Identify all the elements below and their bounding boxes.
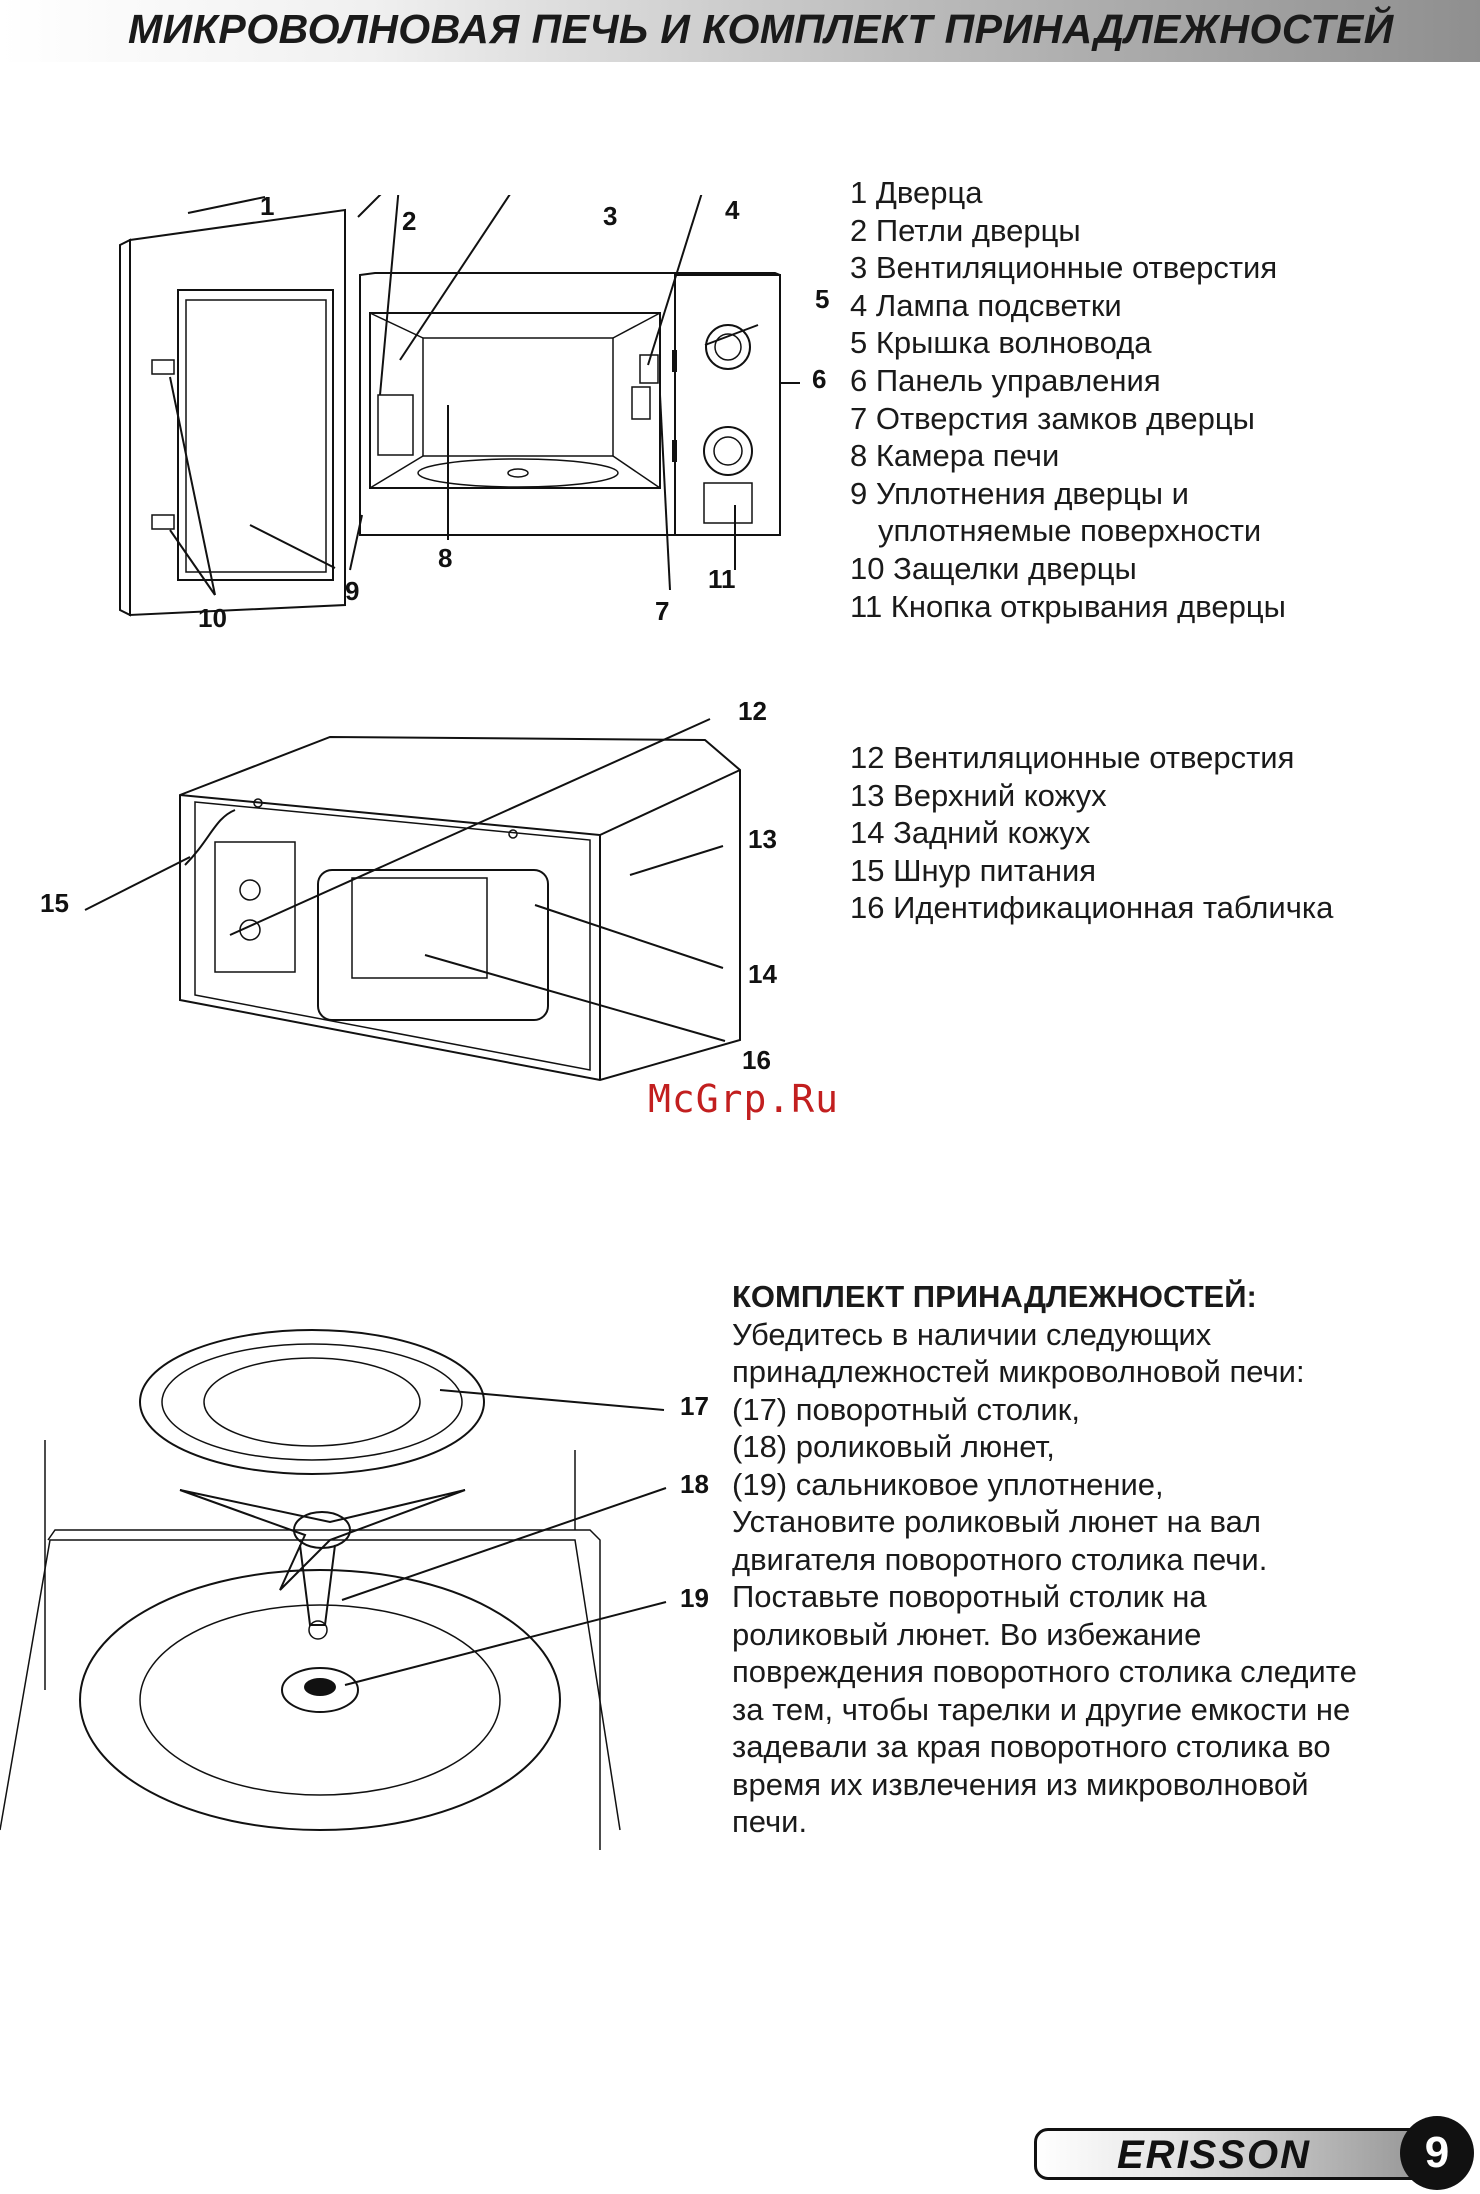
callout-6: 6 bbox=[812, 364, 826, 394]
lamp-grille bbox=[639, 354, 659, 384]
legend-item: 11 Кнопка открывания дверцы bbox=[850, 588, 1286, 624]
legend-item: уплотняемые поверхности bbox=[878, 513, 1262, 549]
legend-item: 16 Идентификационная табличка bbox=[850, 890, 1334, 926]
accessories-line: печи. bbox=[732, 1804, 808, 1839]
watermark: McGrp.Ru bbox=[648, 1077, 840, 1121]
accessories-text: КОМПЛЕКТ ПРИНАДЛЕЖНОСТЕЙ: Убедитесь в на… bbox=[732, 1278, 1357, 1841]
turntable-plate bbox=[139, 1329, 485, 1475]
waveguide-cover bbox=[631, 386, 651, 420]
legend-item: 10 Защелки дверцы bbox=[850, 550, 1137, 586]
accessories-line: принадлежностей микроволновой печи: bbox=[732, 1354, 1305, 1389]
callout-18: 18 bbox=[680, 1469, 709, 1499]
id-plate bbox=[351, 877, 488, 979]
timer-knob bbox=[705, 324, 751, 370]
legend-item: 12 Вентиляционные отверстия bbox=[850, 740, 1295, 775]
legend-diagram2: 12 Вентиляционные отверстия 13 Верхний к… bbox=[850, 739, 1333, 927]
door-window-inner bbox=[185, 299, 327, 573]
callout-4: 4 bbox=[725, 195, 740, 225]
roller-ring bbox=[179, 1489, 466, 1591]
callout-1: 1 bbox=[260, 195, 274, 221]
coupler-seal bbox=[281, 1667, 359, 1713]
legend-item: 1 Дверца bbox=[850, 175, 983, 210]
legend-item: 7 Отверстия замков дверцы bbox=[850, 400, 1255, 436]
callout-17: 17 bbox=[680, 1391, 709, 1421]
callout-19: 19 bbox=[680, 1583, 709, 1613]
door-open-button bbox=[703, 482, 753, 524]
open-door-diagram: 1 2 3 4 5 6 7 8 9 10 11 bbox=[119, 195, 829, 633]
accessories-line: Установите роликовый люнет на вал bbox=[732, 1504, 1261, 1539]
callout-3: 3 bbox=[603, 201, 617, 231]
oven-interior-outline bbox=[44, 1440, 601, 1850]
cavity-back-wall bbox=[422, 337, 614, 457]
accessories-line: (18) роликовый люнет, bbox=[732, 1429, 1055, 1464]
cavity-floor bbox=[0, 1539, 621, 1831]
accessories-line: Убедитесь в наличии следующих bbox=[732, 1316, 1212, 1352]
cavity-turntable bbox=[417, 458, 619, 488]
power-knob bbox=[703, 426, 753, 476]
callout-10: 10 bbox=[198, 603, 227, 633]
callout-8: 8 bbox=[438, 543, 452, 573]
legend-item: 4 Лампа подсветки bbox=[850, 287, 1122, 323]
callout-2: 2 bbox=[402, 206, 416, 236]
callout-16: 16 bbox=[742, 1045, 771, 1075]
vent-grille bbox=[214, 841, 296, 973]
door-window bbox=[177, 289, 334, 581]
door-shape bbox=[129, 208, 346, 617]
legend-item: 5 Крышка волновода bbox=[850, 325, 1152, 361]
callout-12: 12 bbox=[738, 700, 767, 726]
accessories-line: время их извлечения из микроволновой bbox=[732, 1766, 1309, 1802]
legend-item: 6 Панель управления bbox=[850, 362, 1161, 398]
track-inner bbox=[139, 1604, 501, 1796]
accessories-line: за тем, чтобы тарелки и другие емкости н… bbox=[732, 1691, 1351, 1727]
page-header: МИКРОВОЛНОВАЯ ПЕЧЬ И КОМПЛЕКТ ПРИНАДЛЕЖН… bbox=[0, 0, 1480, 62]
accessories-diagram: 17 18 19 bbox=[0, 1329, 709, 1850]
rear-cover bbox=[317, 869, 549, 1021]
legend-item: 2 Петли дверцы bbox=[850, 212, 1081, 248]
callout-11: 11 bbox=[708, 564, 736, 594]
brand-footer: ERISSON bbox=[1034, 2128, 1414, 2180]
callout-7: 7 bbox=[655, 596, 669, 626]
oven-case bbox=[179, 735, 741, 1082]
legend-item: 14 Задний кожух bbox=[850, 815, 1091, 851]
door-latch-bottom bbox=[151, 514, 175, 530]
power-cord bbox=[184, 809, 236, 866]
control-panel bbox=[674, 274, 781, 536]
accessories-line: (19) сальниковое уплотнение, bbox=[732, 1466, 1164, 1502]
legend-item: 8 Камера печи bbox=[850, 438, 1060, 474]
legend-diagram1: 1 Дверца 2 Петли дверцы 3 Вентиляционные… bbox=[850, 174, 1286, 625]
callout-15: 15 bbox=[40, 888, 69, 918]
accessories-heading: КОМПЛЕКТ ПРИНАДЛЕЖНОСТЕЙ: bbox=[732, 1279, 1257, 1314]
coupler-seal-hole bbox=[304, 1678, 336, 1696]
page-title: МИКРОВОЛНОВАЯ ПЕЧЬ И КОМПЛЕКТ ПРИНАДЛЕЖН… bbox=[128, 6, 1394, 52]
accessories-line: повреждения поворотного столика следите bbox=[732, 1654, 1357, 1689]
accessories-line: Поставьте поворотный столик на bbox=[732, 1579, 1207, 1614]
roller-track bbox=[79, 1569, 561, 1831]
brand-logo: ERISSON bbox=[1117, 2133, 1312, 2177]
legend-item: 15 Шнур питания bbox=[850, 852, 1097, 888]
legend-item: 3 Вентиляционные отверстия bbox=[850, 250, 1278, 286]
door-latch-top bbox=[151, 359, 175, 375]
page-number: 9 bbox=[1400, 2116, 1474, 2190]
accessories-line: задевали за края поворотного столика во bbox=[732, 1729, 1331, 1764]
accessories-line: (17) поворотный столик, bbox=[732, 1391, 1080, 1427]
accessories-line: роликовый люнет. Во избежание bbox=[732, 1616, 1202, 1652]
callout-14: 14 bbox=[748, 959, 777, 989]
door-edge bbox=[119, 238, 131, 617]
rear-view-diagram: 12 13 14 15 16 bbox=[40, 700, 777, 1082]
vent-holes-3 bbox=[377, 394, 414, 456]
accessories-line: двигателя поворотного столика печи. bbox=[732, 1541, 1268, 1577]
legend-item: 13 Верхний кожух bbox=[850, 777, 1107, 813]
callout-5: 5 bbox=[815, 284, 829, 314]
callout-13: 13 bbox=[748, 824, 777, 854]
legend-item: 9 Уплотнения дверцы и bbox=[850, 475, 1189, 511]
callout-9: 9 bbox=[345, 576, 359, 606]
